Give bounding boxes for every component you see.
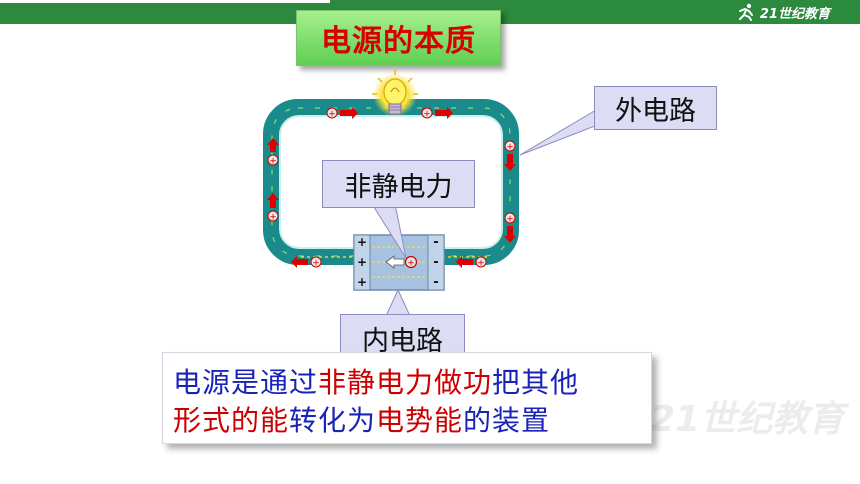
inner-charge-symbol: + (407, 259, 415, 269)
battery-positive-mark: + (357, 275, 367, 289)
svg-text:+: + (328, 110, 336, 120)
battery-negative-mark: - (433, 255, 438, 270)
battery-negative-mark: - (433, 235, 438, 250)
charge-flow: + + + + + + (267, 107, 516, 269)
arrow-left-icon (456, 256, 473, 268)
svg-text:+: + (506, 215, 514, 225)
summary-box: 电源是通过非静电力做功把其他 形式的能转化为电势能的装置 (162, 352, 652, 444)
arrow-up-icon (267, 193, 279, 208)
summary-segment: 非静电力 (318, 366, 435, 399)
arrow-right-icon (435, 107, 453, 119)
arrow-down-icon (504, 226, 516, 243)
inner-charge-icon (404, 255, 418, 269)
arrow-right-icon (340, 107, 358, 119)
light-bulb-icon (372, 70, 418, 117)
svg-text:+: + (312, 259, 320, 269)
charge-unit: + (504, 140, 516, 171)
summary-line-2: 形式的能转化为电势能的装置 (173, 399, 550, 439)
wire-loop-dash (271, 107, 511, 257)
outer-circuit-label: 外电路 (594, 86, 717, 130)
arrow-up-icon (267, 138, 279, 152)
logo-text: 21世纪教育 (759, 6, 830, 22)
charge-unit: + (421, 107, 453, 120)
charge-unit: + (267, 193, 279, 223)
svg-text:+: + (506, 143, 514, 153)
summary-segment: 的装置 (463, 404, 551, 437)
summary-segment: 电势能 (376, 404, 464, 437)
summary-segment: 电源是通过 (173, 366, 319, 399)
charge-unit: + (267, 138, 279, 167)
header-accent (0, 0, 330, 3)
summary-segment: 形式的能 (173, 404, 290, 437)
non-electrostatic-force-label: 非静电力 (322, 160, 475, 208)
page-title: 电源的本质 (296, 10, 501, 66)
svg-text:+: + (269, 157, 277, 167)
arrow-left-icon (291, 256, 308, 268)
inner-charge-arrow (385, 255, 405, 269)
summary-segment: 转化为 (289, 404, 377, 437)
svg-text:+: + (269, 213, 277, 223)
svg-text:+: + (477, 259, 485, 269)
runner-icon (738, 3, 753, 21)
arrow-down-icon (504, 154, 516, 171)
watermark: 21世纪教育 (650, 399, 845, 440)
callout-pointer-outer (519, 109, 601, 156)
battery-positive-mark: + (357, 235, 367, 249)
summary-segment: 把其他 (492, 366, 580, 399)
battery-negative-mark: - (433, 275, 438, 290)
charge-unit: + (326, 107, 358, 120)
svg-text:+: + (423, 110, 431, 120)
charge-unit: + (504, 212, 516, 243)
battery-positive-mark: + (357, 255, 367, 269)
battery: + + + - - - + (353, 234, 445, 291)
callout-pointer-inner (385, 288, 411, 317)
charge-unit: + (291, 256, 322, 269)
summary-line-1: 电源是通过非静电力做功把其他 (173, 361, 579, 401)
charge-unit: + (456, 256, 487, 269)
logo: 21世纪教育 (736, 2, 830, 22)
summary-segment: 做功 (434, 366, 493, 399)
